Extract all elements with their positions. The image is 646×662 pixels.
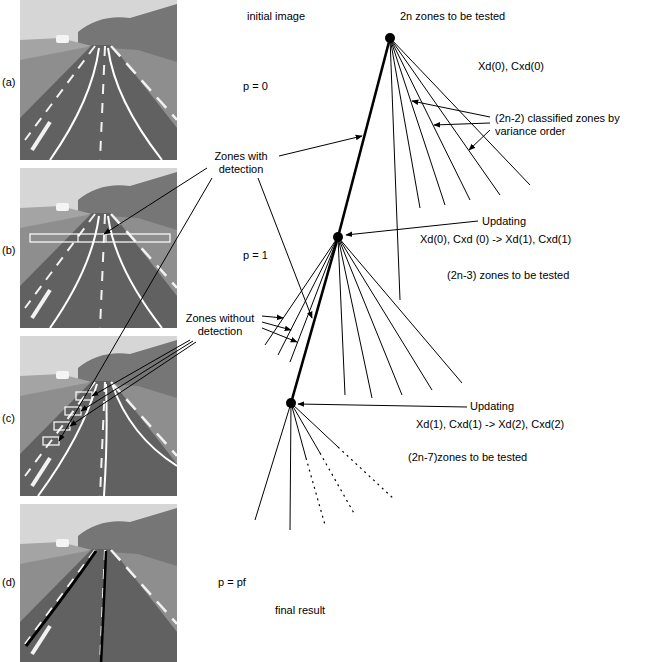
- state-label: Xd(0), Cxd (0) -> Xd(1), Cxd(1): [420, 233, 571, 246]
- panel-letter: (b): [2, 244, 15, 257]
- tree-dot: [333, 232, 343, 242]
- tree-dot: [286, 398, 296, 408]
- leader-lines: [59, 101, 490, 441]
- column-heading: 2n zones to be tested: [400, 10, 505, 23]
- callout-note: (2n-2) classified zones by variance orde…: [495, 112, 625, 138]
- callout-note: Updating: [482, 215, 526, 228]
- panel-letter: (c): [2, 412, 15, 425]
- level-label: p = pf: [218, 576, 246, 589]
- tree-dot: [385, 33, 395, 43]
- panel-letter: (a): [2, 76, 15, 89]
- callout-note: Zones with detection: [205, 150, 277, 176]
- caption-note: final result: [275, 604, 325, 617]
- road-image: [20, 336, 177, 496]
- road-image: [20, 168, 177, 328]
- callout-note: Zones without detection: [180, 312, 260, 338]
- road-image: [20, 504, 177, 662]
- level-label: p = 1: [243, 249, 268, 262]
- panel-letter: (d): [2, 576, 15, 589]
- column-heading: initial image: [247, 10, 305, 23]
- road-image: [20, 0, 177, 160]
- level-label: p = 0: [243, 80, 268, 93]
- state-label: Xd(0), Cxd(0): [478, 60, 544, 73]
- state-label: Xd(1), Cxd(1) -> Xd(2), Cxd(2): [416, 418, 564, 431]
- callout-note: (2n-7)zones to be tested: [408, 451, 527, 464]
- search-tree: [255, 38, 530, 530]
- callout-note: Updating: [470, 400, 514, 413]
- callout-note: (2n-3) zones to be tested: [447, 269, 569, 282]
